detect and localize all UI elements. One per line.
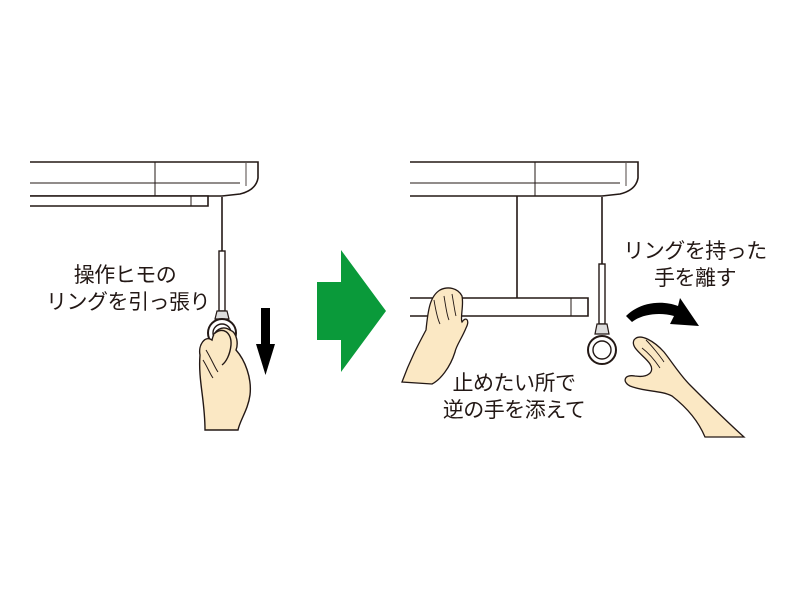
- hand-pulling-ring: [198, 318, 252, 431]
- ceiling-unit-step2: [410, 161, 639, 365]
- step2-left-caption: 止めたい所で 逆の手を添えて: [426, 370, 602, 424]
- step1-caption: 操作ヒモの リングを引っ張り: [46, 262, 211, 316]
- step1-caption-line2: リングを引っ張り: [46, 290, 211, 314]
- step2-right-caption-line1: リングを持った: [623, 239, 767, 263]
- hand-holding-bar: [401, 287, 469, 385]
- down-arrow-icon: [256, 308, 275, 375]
- step2-left-caption-line2: 逆の手を添えて: [442, 398, 586, 422]
- curved-release-arrow-icon: [626, 298, 699, 326]
- hand-releasing: [624, 336, 746, 438]
- step1-caption-line1: 操作ヒモの: [73, 263, 177, 287]
- ceiling-unit-step1: [30, 161, 259, 320]
- step2-right-caption: リングを持った 手を離す: [606, 238, 784, 292]
- step2-right-caption-line2: 手を離す: [654, 266, 737, 290]
- step2-left-caption-line1: 止めたい所で: [452, 371, 577, 395]
- next-step-arrow-icon: [317, 250, 386, 372]
